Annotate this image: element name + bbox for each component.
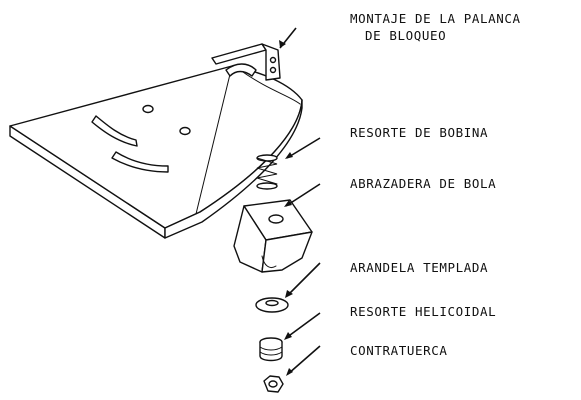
bracket-plate — [9, 65, 303, 239]
ball-clamp — [233, 199, 313, 273]
coil-spring — [256, 154, 278, 190]
helical-spring — [259, 337, 283, 362]
locknut — [263, 375, 284, 393]
label-hardened-washer: ARANDELA TEMPLADA — [350, 260, 488, 275]
label-lever-assembly-line1: MONTAJE DE LA PALANCA — [350, 11, 521, 26]
leader-lines — [279, 27, 321, 376]
label-lever-assembly-line2: DE BLOQUEO — [365, 28, 446, 43]
lock-lever-assembly — [211, 43, 281, 81]
label-helical-spring: RESORTE HELICOIDAL — [350, 304, 496, 319]
label-ball-clamp: ABRAZADERA DE BOLA — [350, 176, 496, 191]
label-coil-spring: RESORTE DE BOBINA — [350, 125, 488, 140]
label-locknut: CONTRATUERCA — [350, 343, 448, 358]
hardened-washer — [255, 297, 289, 313]
